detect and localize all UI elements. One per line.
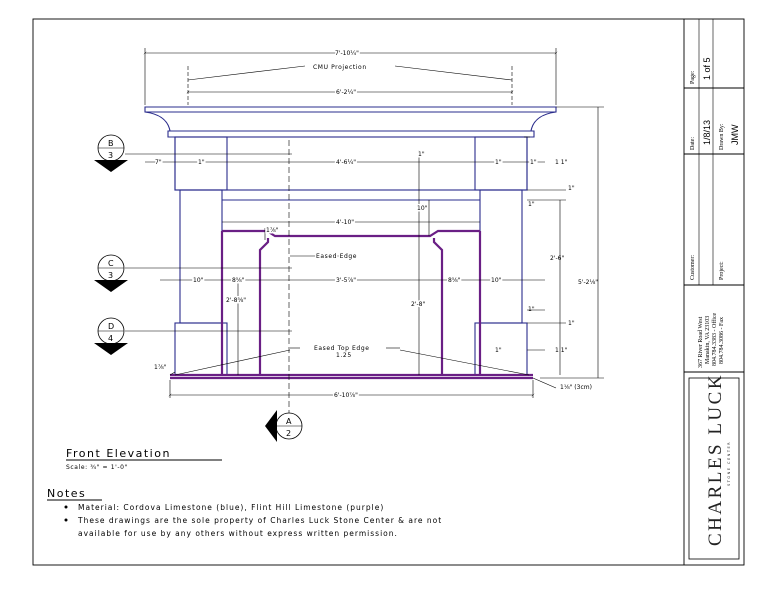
section-tag-b-number: 3 xyxy=(108,151,113,160)
dim-ten: 10" xyxy=(417,205,428,212)
address-line-2: Manakin, VA 23103 xyxy=(705,316,711,364)
dim-height-526: 5'-2⅛" xyxy=(578,279,598,286)
title-block: Page: 1 of 5 Date: 1/8/13 Drawn By: JMW … xyxy=(683,19,744,565)
dim-right-11b: 1 1" xyxy=(555,347,568,354)
customer-label: Customer: xyxy=(690,255,696,280)
dim-opening-width: 4'-10" xyxy=(336,219,354,226)
drawn-by-value: JMW xyxy=(730,124,740,145)
date-value: 1/8/13 xyxy=(702,120,712,145)
dim-right-11: 1 1" xyxy=(555,159,568,166)
dim-small-1: 1⅞" xyxy=(266,227,279,234)
section-tag-d-number: 4 xyxy=(108,334,113,343)
dim-right-1c: 1" xyxy=(568,185,575,192)
drawn-by-label: Drawn By: xyxy=(719,123,725,150)
section-tag-d-letter: D xyxy=(108,322,114,331)
section-tag-b-letter: B xyxy=(108,139,114,148)
dim-mid-28: 2'-8" xyxy=(411,301,425,308)
section-tag-b3: B 3 xyxy=(94,134,292,172)
eased-top-edge-label: Eased Top Edge xyxy=(314,345,370,352)
page-label: Page: xyxy=(690,70,696,84)
address-line-3: 804.784.3383 - Office xyxy=(711,312,718,366)
dim-cmu: 6'-2¼" xyxy=(336,89,356,96)
dim-height-26: 2'-6" xyxy=(550,255,564,262)
inner-surround xyxy=(170,229,533,380)
note-1: Material: Cordova Limestone (blue), Flin… xyxy=(78,503,384,512)
dim-right-1e: 1" xyxy=(528,306,535,313)
company-logo: CHARLES LUCK xyxy=(705,373,726,546)
dim-base-width: 6'-10⅞" xyxy=(334,392,358,399)
address-line-4: 804.784.3086 - Fax xyxy=(719,317,725,364)
dim-left-small: 1⅞" xyxy=(154,364,167,371)
dimension-lines xyxy=(143,48,604,416)
address-line-1: 367 River Road West xyxy=(698,316,704,368)
dim-overall: 7'-10¼" xyxy=(335,50,359,57)
dimension-labels: 7'-10¼" CMU Projection 6'-2¼" 7" 1" 4'-6… xyxy=(154,49,599,401)
page-value: 1 of 5 xyxy=(702,57,712,80)
section-tag-a2: A 2 xyxy=(265,410,303,442)
dim-right-1f: 1" xyxy=(568,320,575,327)
dim-right-1: 1" xyxy=(495,159,502,166)
company-logo-sub: STONE CENTER xyxy=(727,441,731,486)
section-tag-c-number: 3 xyxy=(108,271,113,280)
dim-left-10: 10" xyxy=(193,277,204,284)
mantel-elevation xyxy=(144,106,557,376)
dim-right-1g: 1" xyxy=(495,347,502,354)
dim-left-8: 8⅝" xyxy=(232,277,245,284)
sheet-border xyxy=(32,18,745,566)
drawing-scale: Scale: ¾" = 1'-0" xyxy=(66,464,128,471)
eased-edge-label: Eased Edge xyxy=(316,253,357,260)
dim-left-1: 1" xyxy=(198,159,205,166)
dim-right-8: 8⅝" xyxy=(448,277,461,284)
drawing-title-text: Front Elevation xyxy=(66,447,171,460)
section-tag-c3: C 3 xyxy=(94,254,292,292)
note-2: These drawings are the sole property of … xyxy=(77,516,442,525)
date-label: Date: xyxy=(690,137,696,150)
section-tag-d4: D 4 xyxy=(94,317,292,355)
eased-top-edge-sub: 1.25 xyxy=(336,352,352,359)
notes-block: Notes Material: Cordova Limestone (blue)… xyxy=(47,487,442,538)
section-tag-a-number: 2 xyxy=(286,429,291,438)
dim-left-28: 2'-8⅝" xyxy=(226,297,246,304)
dim-mid-top: 4'-6¼" xyxy=(336,159,356,166)
dim-right-10: 10" xyxy=(491,277,502,284)
project-label: Project: xyxy=(719,261,725,280)
dim-mid-35: 3'-5⅞" xyxy=(336,277,356,284)
dim-right-1d: 1" xyxy=(528,201,535,208)
dim-left-7: 7" xyxy=(155,159,162,166)
dim-right-1b: 1" xyxy=(530,159,537,166)
section-tag-c-letter: C xyxy=(108,259,114,268)
cmu-projection-label: CMU Projection xyxy=(313,64,367,71)
dim-top-1: 1" xyxy=(418,151,425,158)
notes-header: Notes xyxy=(47,487,86,500)
dim-hearth: 1⅛" (3cm) xyxy=(560,384,592,391)
section-tag-a-letter: A xyxy=(286,417,292,426)
note-3: available for use by any others without … xyxy=(78,529,398,538)
drawing-title: Front Elevation Scale: ¾" = 1'-0" xyxy=(66,447,222,471)
